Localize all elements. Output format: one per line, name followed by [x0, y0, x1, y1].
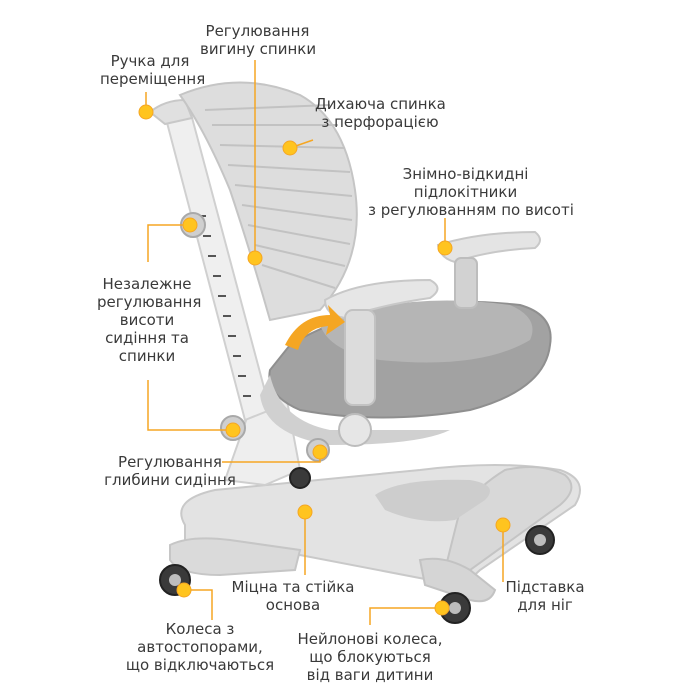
- label-base: Міцна та стійка основа: [231, 578, 355, 614]
- label-footrest: Підставка для ніг: [505, 578, 585, 614]
- line-nylon-wheel: [369, 607, 442, 625]
- callout-lines: [145, 60, 504, 625]
- markers: [138, 104, 511, 616]
- armrest-right-post: [454, 257, 478, 309]
- label-handle: Ручка для переміщення: [100, 52, 206, 88]
- line-height-top: [147, 224, 190, 262]
- label-independent-height: Незалежне регулювання висоти сидіння та …: [97, 275, 202, 365]
- label-nylon-wheels: Нейлонові колеса, що блокуються від ваги…: [297, 630, 443, 684]
- base-leg-front: [418, 557, 497, 603]
- backrest: [178, 81, 358, 322]
- armrest-knob: [338, 413, 372, 447]
- chair: [148, 81, 581, 624]
- armrest-left-post: [344, 309, 376, 406]
- footrest-opening: [375, 479, 490, 522]
- wheel-back: [289, 467, 311, 489]
- seat-shell: [260, 375, 450, 445]
- carry-handle: [148, 98, 194, 126]
- backrest-perforation: [204, 104, 353, 289]
- line-height-bottom: [147, 380, 233, 431]
- armrest-right: [436, 230, 541, 264]
- label-backrest-curve: Регулювання вигину спинки: [200, 22, 317, 58]
- label-seat-depth: Регулювання глибини сидіння: [104, 453, 236, 489]
- label-armrests: Знімно-відкидні підлокітники з регулюван…: [368, 165, 574, 219]
- line-brake-wheel: [190, 589, 213, 620]
- tilt-arrow-icon: [285, 305, 345, 350]
- label-breathable-back: Дихаюча спинка з перфорацією: [315, 95, 446, 131]
- label-brake-wheels: Колеса з автостопорами, що відключаються: [125, 620, 275, 674]
- marker-icon: [138, 104, 511, 616]
